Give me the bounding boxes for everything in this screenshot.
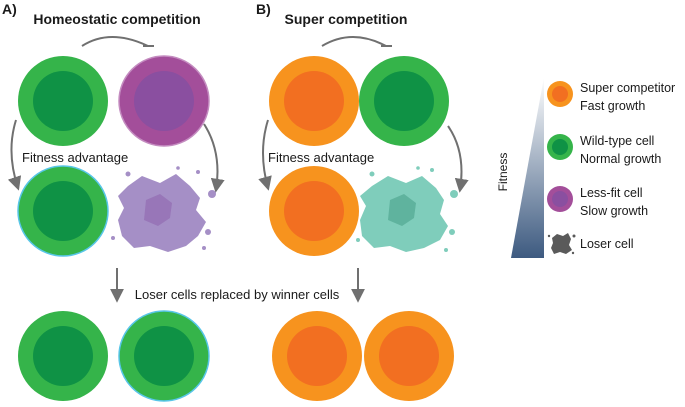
loser-cell-icon <box>547 233 576 255</box>
panel-a-wild-type-cell-middle <box>17 165 109 257</box>
legend-less-fit-line2: Slow growth <box>580 204 648 218</box>
legend-super-competitor-line1: Super competitor <box>580 81 675 95</box>
wild-type-cell-icon <box>547 134 573 160</box>
panel-b-super-competitor-cell-bottom-left <box>272 311 362 401</box>
panel-a-left-arrow <box>7 119 22 191</box>
legend-wild-type-line1: Wild-type cell <box>580 134 654 148</box>
panel-b-loser-cell <box>356 166 458 252</box>
panel-a-fitness-label: Fitness advantage <box>22 150 128 165</box>
panel-b-title: Super competition <box>285 11 408 27</box>
panel-b-right-arrow <box>447 125 469 193</box>
legend-wild-type: Wild-type cell Normal growth <box>547 134 661 166</box>
fitness-axis-label: Fitness <box>496 153 510 192</box>
legend-less-fit-line1: Less-fit cell <box>580 186 643 200</box>
fitness-gradient-wedge <box>511 77 544 258</box>
panel-b-fitness-label: Fitness advantage <box>268 150 374 165</box>
panel-a-less-fit-cell-top <box>118 55 210 147</box>
panel-a-letter: A) <box>2 1 17 17</box>
legend-super-competitor-line2: Fast growth <box>580 99 645 113</box>
panel-a-wild-type-cell-bottom-left <box>18 311 108 401</box>
legend-wild-type-line2: Normal growth <box>580 152 661 166</box>
legend-loser-line1: Loser cell <box>580 237 634 251</box>
less-fit-cell-icon <box>547 186 573 212</box>
panel-b-super-competitor-cell-middle <box>269 166 359 256</box>
super-competitor-cell-icon <box>547 81 573 107</box>
panel-a-loser-cell <box>111 166 216 252</box>
panel-b-inhibition-arc <box>321 36 392 47</box>
panel-b-letter: B) <box>256 1 271 17</box>
replacement-label: Loser cells replaced by winner cells <box>135 287 340 302</box>
legend-less-fit: Less-fit cell Slow growth <box>547 186 648 218</box>
legend-super-competitor: Super competitor Fast growth <box>547 81 675 113</box>
panel-b-super-competitor-cell-bottom-right <box>364 311 454 401</box>
panel-a-wild-type-cell-top <box>18 56 108 146</box>
panel-a-title: Homeostatic competition <box>33 11 200 27</box>
legend-loser: Loser cell <box>547 233 634 255</box>
panel-b-super-competitor-cell-top <box>269 56 359 146</box>
panel-a-right-arrow <box>203 123 225 193</box>
panel-a-wild-type-cell-bottom-right <box>118 310 210 402</box>
panel-b-left-arrow <box>258 119 272 191</box>
panel-a-inhibition-arc <box>81 36 154 47</box>
panel-b-wild-type-cell-top <box>359 56 449 146</box>
